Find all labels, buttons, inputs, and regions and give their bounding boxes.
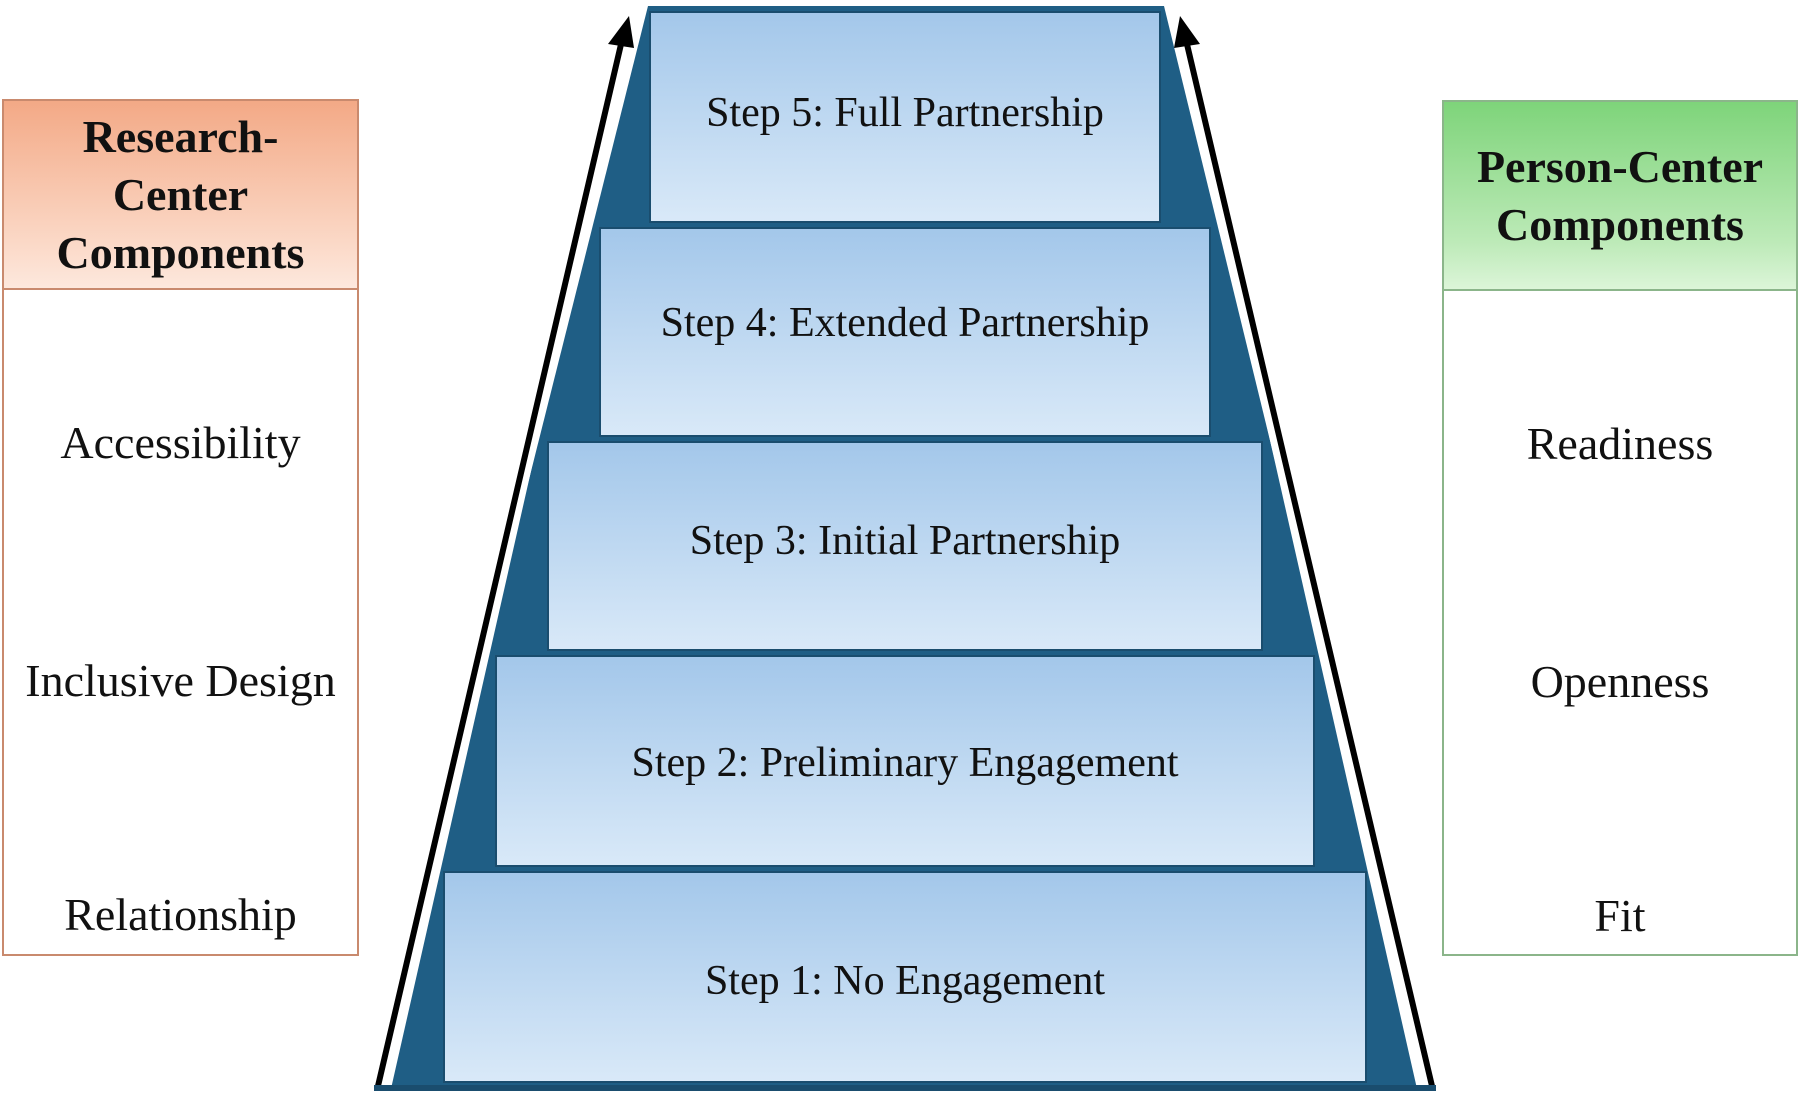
right-arrow-shaft-core [1183, 39, 1435, 1087]
step-4: Step 4: Extended Partnership [599, 227, 1211, 437]
person-center-components-box: Person-Center Components Readiness Openn… [1442, 100, 1798, 956]
research-item-accessibility: Accessibility [60, 417, 301, 468]
left-arrow-shaft-core [375, 39, 625, 1087]
step-2-block [495, 655, 1315, 867]
arrow-up-icon [1174, 16, 1200, 48]
person-center-title-line-1: Person-Center [1476, 140, 1764, 192]
step-1-label: Step 1: No Engagement [705, 958, 1105, 1004]
step-2-label: Step 2: Preliminary Engagement [631, 740, 1178, 786]
research-item-inclusive-design: Inclusive Design [25, 655, 336, 706]
step-4-block [599, 227, 1211, 437]
step-3: Step 3: Initial Partnership [547, 441, 1263, 651]
arrow-up-icon [608, 16, 634, 48]
research-item-relationship: Relationship [64, 889, 297, 940]
person-center-title: Person-Center Components [1477, 138, 1763, 254]
step-4-label: Step 4: Extended Partnership [661, 300, 1150, 346]
research-center-title: Research- Center Components [57, 108, 305, 282]
person-center-components-header: Person-Center Components [1444, 102, 1796, 291]
person-item-openness: Openness [1530, 656, 1710, 707]
research-center-components-box: Research- Center Components Accessibilit… [2, 99, 359, 956]
research-center-components-header: Research- Center Components [4, 101, 357, 290]
research-center-title-line-1: Research- [82, 110, 279, 162]
step-5: Step 5: Full Partnership [649, 11, 1161, 223]
step-1-block [443, 871, 1367, 1083]
person-item-fit: Fit [1594, 890, 1646, 941]
step-1: Step 1: No Engagement [443, 871, 1367, 1083]
person-center-title-line-2: Components [1496, 198, 1744, 250]
right-arrow [1174, 16, 1435, 1090]
left-arrow [375, 16, 634, 1090]
step-5-block [649, 11, 1161, 223]
step-5-label: Step 5: Full Partnership [706, 90, 1104, 136]
person-item-readiness: Readiness [1526, 418, 1714, 469]
research-center-title-line-2: Center [112, 168, 249, 220]
step-3-block [547, 441, 1263, 651]
step-2: Step 2: Preliminary Engagement [495, 655, 1315, 867]
research-center-title-line-3: Components [56, 226, 305, 278]
step-3-label: Step 3: Initial Partnership [690, 518, 1120, 564]
